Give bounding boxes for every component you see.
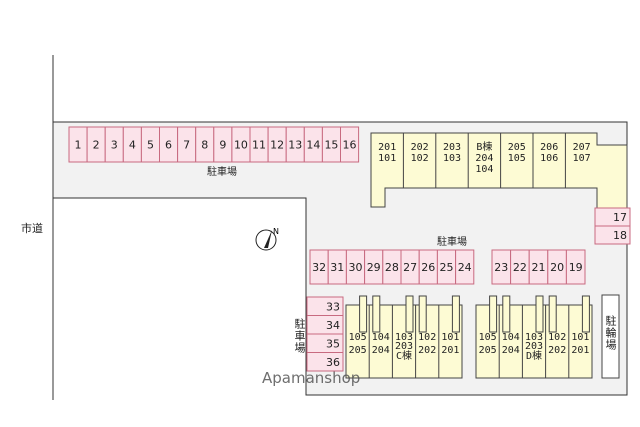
parking-space-number: 14 xyxy=(306,139,320,152)
unit-lower: 104 xyxy=(475,164,493,175)
unit-upper: 203 xyxy=(443,142,461,153)
parking-space-number: 19 xyxy=(569,261,583,274)
unit-lower: 205 xyxy=(479,345,497,356)
parking-space-number: 25 xyxy=(440,261,454,274)
unit-upper: 101 xyxy=(571,332,589,343)
parking-space-number: 32 xyxy=(312,261,326,274)
parking-label-left: 駐車場 xyxy=(293,318,306,354)
parking-space-number: 11 xyxy=(252,139,266,152)
unit-lower: 205 xyxy=(349,345,367,356)
unit-lower: 203 xyxy=(395,341,413,352)
parking-space-number: 13 xyxy=(288,139,302,152)
unit-upper: 102 xyxy=(548,332,566,343)
parking-label-top: 駐車場 xyxy=(207,165,237,178)
unit-upper: 104 xyxy=(372,332,390,343)
unit-upper: 105 xyxy=(349,332,367,343)
unit-lower: 107 xyxy=(573,153,591,164)
unit-lower: 102 xyxy=(411,153,429,164)
parking-middle-row-a: 32 31 30 29 28 27 26 25 24 xyxy=(309,249,475,285)
road-label: 市道 xyxy=(21,221,43,235)
parking-space-number: 35 xyxy=(326,337,340,350)
parking-space-number: 15 xyxy=(324,139,338,152)
unit-upper: 206 xyxy=(540,142,558,153)
unit-upper: 205 xyxy=(508,142,526,153)
parking-space xyxy=(594,225,631,245)
unit-lower: 103 xyxy=(443,153,461,164)
parking-space-number: 22 xyxy=(513,261,527,274)
bike-parking xyxy=(601,294,620,379)
parking-space-number: 12 xyxy=(270,139,284,152)
compass-icon: N xyxy=(255,227,279,251)
parking-space-number: 31 xyxy=(330,261,344,274)
unit-upper: 102 xyxy=(418,332,436,343)
parking-space-number: 21 xyxy=(532,261,546,274)
svg-text:N: N xyxy=(273,227,279,236)
parking-space-number: 24 xyxy=(458,261,472,274)
parking-space-number: 33 xyxy=(326,300,340,313)
unit-lower: 204 xyxy=(372,345,390,356)
parking-space-number: 17 xyxy=(613,211,627,224)
building_d-name: D棟 xyxy=(526,349,542,362)
unit-lower: 202 xyxy=(548,345,566,356)
watermark: Apamanshop xyxy=(262,369,360,387)
bike-parking-label: 駐輪場 xyxy=(604,315,617,351)
parking-space-number: 29 xyxy=(367,261,381,274)
building-b-name: B棟 xyxy=(476,140,492,153)
parking-space-number: 4 xyxy=(129,139,136,152)
unit-upper: 204 xyxy=(475,153,493,164)
parking-space-number: 16 xyxy=(343,139,357,152)
parking-space-number: 3 xyxy=(111,139,118,152)
unit-upper: 103 xyxy=(525,332,543,343)
unit-lower: 201 xyxy=(441,345,459,356)
parking-space-number: 28 xyxy=(385,261,399,274)
unit-upper: 105 xyxy=(479,332,497,343)
parking-middle-row-b: 23 22 21 20 19 xyxy=(491,249,586,285)
parking-space-number: 2 xyxy=(93,139,100,152)
building_c-name: C棟 xyxy=(396,349,412,362)
unit-lower: 203 xyxy=(525,341,543,352)
parking-space-number: 34 xyxy=(326,319,340,332)
unit-upper: 103 xyxy=(395,332,413,343)
parking-label-middle: 駐車場 xyxy=(437,235,467,248)
parking-space-number: 9 xyxy=(219,139,226,152)
unit-lower: 201 xyxy=(571,345,589,356)
parking-space-number: 30 xyxy=(349,261,363,274)
parking-space-number: 1 xyxy=(75,139,82,152)
parking-space xyxy=(455,249,475,285)
parking-left-column: 33 34 35 36 xyxy=(306,296,344,372)
parking-space-number: 36 xyxy=(326,356,340,369)
unit-lower: 202 xyxy=(418,345,436,356)
parking-space-number: 10 xyxy=(234,139,248,152)
unit-upper: 101 xyxy=(441,332,459,343)
parking-space-number: 5 xyxy=(147,139,154,152)
unit-upper: 201 xyxy=(378,142,396,153)
unit-upper: 104 xyxy=(502,332,520,343)
parking-space-number: 26 xyxy=(421,261,435,274)
unit-upper: 207 xyxy=(573,142,591,153)
parking-space xyxy=(565,249,586,285)
unit-lower: 106 xyxy=(540,153,558,164)
parking-space xyxy=(306,352,344,372)
parking-space xyxy=(340,126,360,163)
unit-lower: 101 xyxy=(378,153,396,164)
parking-space-number: 23 xyxy=(494,261,508,274)
parking-space-number: 27 xyxy=(403,261,417,274)
unit-lower: 204 xyxy=(502,345,520,356)
unit-lower: 105 xyxy=(508,153,526,164)
unit-upper: 202 xyxy=(411,142,429,153)
parking-space-number: 7 xyxy=(183,139,190,152)
parking-space-number: 6 xyxy=(165,139,172,152)
parking-space-number: 8 xyxy=(201,139,208,152)
parking-space-number: 18 xyxy=(613,229,627,242)
parking-space-number: 20 xyxy=(550,261,564,274)
